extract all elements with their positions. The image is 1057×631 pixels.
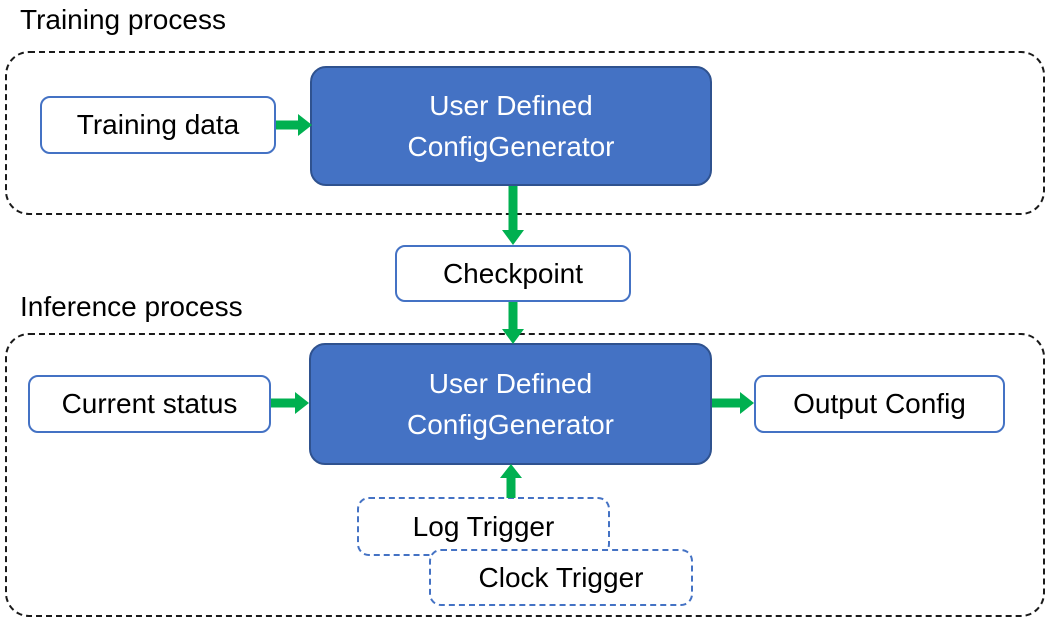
clock-trigger-label: Clock Trigger bbox=[478, 561, 644, 593]
current-status-label: Current status bbox=[61, 388, 238, 419]
inference-config-generator-box: User Defined ConfigGenerator bbox=[309, 343, 712, 465]
training-data-box: Training data bbox=[40, 96, 276, 154]
training-config-generator-line1: User Defined bbox=[429, 90, 593, 121]
arrow-shaft bbox=[712, 398, 741, 408]
arrow-head-icon bbox=[502, 230, 524, 245]
arrow-shaft bbox=[508, 186, 518, 231]
arrow-current-status-to-generator bbox=[271, 392, 309, 414]
inference-process-container bbox=[5, 333, 1045, 617]
log-trigger-label: Log Trigger bbox=[412, 510, 555, 542]
training-config-generator-line2: ConfigGenerator bbox=[407, 131, 615, 162]
current-status-box: Current status bbox=[28, 375, 271, 433]
inference-process-label: Inference process bbox=[20, 291, 243, 322]
checkpoint-label: Checkpoint bbox=[442, 257, 584, 289]
arrow-head-icon bbox=[298, 114, 312, 136]
arrow-head-icon bbox=[500, 464, 522, 478]
arrow-shaft bbox=[271, 398, 296, 408]
training-data-label: Training data bbox=[76, 109, 240, 140]
arrow-head-icon bbox=[502, 329, 524, 344]
arrow-shaft bbox=[508, 302, 518, 330]
arrow-shaft bbox=[276, 120, 299, 130]
arrow-triggers-to-generator bbox=[500, 464, 522, 498]
training-config-generator-box: User Defined ConfigGenerator bbox=[310, 66, 712, 186]
arrow-shaft bbox=[506, 477, 516, 498]
arrow-checkpoint-to-generator bbox=[502, 302, 524, 344]
arrow-head-icon bbox=[740, 392, 754, 414]
checkpoint-box: Checkpoint bbox=[395, 245, 631, 302]
clock-trigger-box: Clock Trigger bbox=[429, 549, 693, 606]
arrow-generator-to-checkpoint bbox=[502, 186, 524, 245]
arrow-training-data-to-generator bbox=[276, 114, 312, 136]
log-trigger-box: Log Trigger bbox=[357, 497, 610, 556]
inference-config-generator-line1: User Defined bbox=[428, 368, 593, 399]
arrow-generator-to-output-config bbox=[712, 392, 754, 414]
arrow-head-icon bbox=[295, 392, 309, 414]
training-process-container bbox=[5, 51, 1045, 215]
training-process-label: Training process bbox=[20, 4, 226, 35]
inference-config-generator-line2: ConfigGenerator bbox=[406, 409, 614, 440]
output-config-box: Output Config bbox=[754, 375, 1005, 433]
output-config-label: Output Config bbox=[793, 388, 966, 419]
